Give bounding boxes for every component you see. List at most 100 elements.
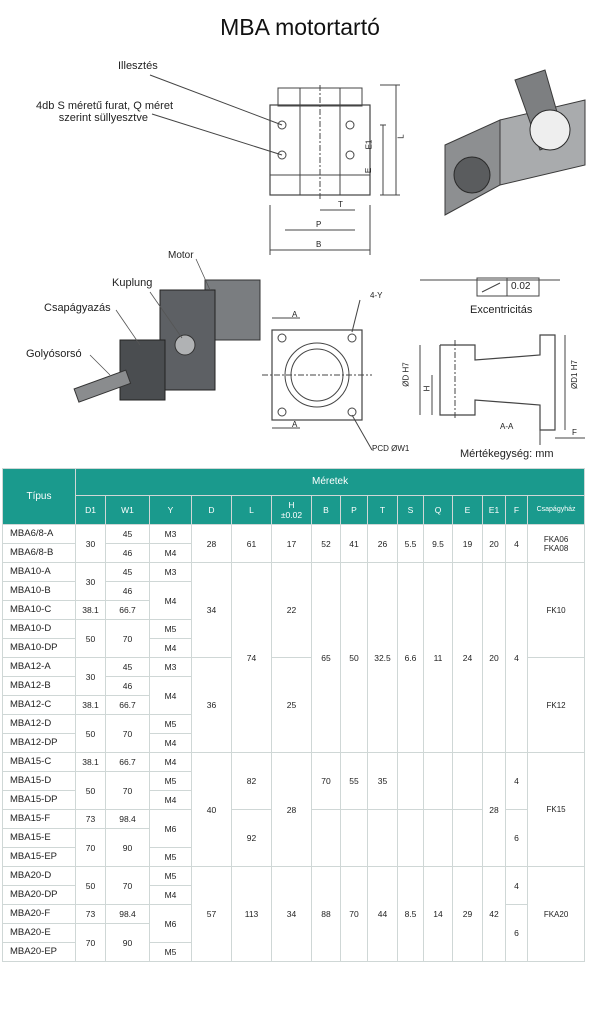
table-row: MBA10-D 50 70 M5 [2, 619, 585, 658]
label-kuplung: Kuplung [112, 277, 153, 289]
flange-view-drawing [262, 299, 373, 451]
table-row: MBA6/8-A 30 45 M3 28 61 17 52 41 26 5.5 … [2, 524, 586, 563]
label-csapagyazas: Csapágyazás [44, 302, 111, 314]
dim-h: H [422, 385, 432, 392]
cell-p: 70 [340, 866, 368, 962]
col-csapagyhaz: Csapágyház [526, 495, 586, 525]
type-cell: MBA6/8-A [2, 524, 76, 544]
table-row: MBA12-C 38.1 66.7 [2, 695, 585, 715]
cell-y: M4 [149, 543, 192, 563]
cell-w1: 70 [105, 619, 150, 658]
type-cell: MBA15-E [2, 828, 76, 848]
cell-b: 65 [311, 562, 341, 753]
cell-d1: 38.1 [75, 695, 106, 715]
cell-w1: 98.4 [105, 904, 150, 924]
cell-p: 55 [340, 752, 368, 810]
col-b: B [311, 495, 341, 525]
cell-e1: 20 [482, 562, 506, 753]
col-h: H ±0.02 [271, 495, 312, 525]
type-cell: MBA10-A [2, 562, 76, 582]
table-row: MBA15-EP M5 [2, 847, 585, 867]
cell-d: 57 [191, 866, 232, 962]
dim-4y: 4-Y [370, 291, 383, 300]
table-row: MBA12-DP M4 [2, 733, 585, 753]
cell-d1: 30 [75, 562, 106, 601]
header-tipus: Típus [2, 468, 76, 525]
tolerance-value: 0.02 [511, 281, 531, 292]
cell-w1: 66.7 [105, 695, 150, 715]
cell-w1: 66.7 [105, 752, 150, 772]
cell-t [367, 809, 398, 867]
page-title: MBA motortartó [220, 14, 380, 40]
cell-e: 24 [452, 562, 483, 753]
type-cell: MBA15-C [2, 752, 76, 772]
cell-w1: 46 [105, 581, 150, 601]
label-furat-line2: szerint süllyesztve [58, 112, 148, 124]
col-f: F [505, 495, 528, 525]
cell-b [311, 809, 341, 867]
cell-d1: 70 [75, 923, 106, 962]
col-d1: D1 [75, 495, 106, 525]
type-cell: MBA15-D [2, 771, 76, 791]
dim-b: B [316, 240, 322, 249]
cell-p: 50 [340, 562, 368, 753]
cell-l: 61 [231, 524, 272, 563]
cell-d: 34 [191, 562, 232, 658]
cell-t: 26 [367, 524, 398, 563]
cell-s: 5.5 [397, 524, 424, 563]
type-cell: MBA15-F [2, 809, 76, 829]
cell-t: 44 [367, 866, 398, 962]
cell-q: 9.5 [423, 524, 453, 563]
cell-csapagyhaz: FK15 [526, 752, 586, 867]
dim-e1: E1 [364, 139, 374, 150]
cell-y: M4 [149, 885, 192, 905]
col-e1: E1 [482, 495, 506, 525]
dim-l: L [396, 134, 406, 139]
dim-aa: A-A [500, 422, 514, 431]
cell-e1: 20 [482, 524, 506, 563]
cell-q: 11 [423, 562, 453, 753]
table-row: MBA12-B 46 M4 [2, 676, 585, 715]
cell-e1: 42 [482, 866, 506, 962]
type-cell: MBA20-DP [2, 885, 76, 905]
cell-e1: 28 [482, 752, 506, 867]
cell-d1: 30 [75, 524, 106, 563]
col-d: D [191, 495, 232, 525]
cell-y: M3 [149, 657, 192, 677]
cell-d1: 30 [75, 657, 106, 696]
col-p: P [340, 495, 368, 525]
cell-y: M6 [149, 809, 192, 848]
cell-d1: 50 [75, 619, 106, 658]
col-q: Q [423, 495, 453, 525]
front-view-drawing [269, 84, 400, 255]
cell-y: M5 [149, 866, 192, 886]
cell-f: 4 [505, 752, 528, 810]
label-motor: Motor [168, 250, 194, 261]
cell-d1: 38.1 [75, 600, 106, 620]
cell-d: 40 [191, 752, 232, 867]
cell-q [423, 752, 453, 810]
type-cell: MBA10-C [2, 600, 76, 620]
label-golyosorso: Golyósorsó [26, 348, 82, 360]
cell-y: M5 [149, 942, 192, 962]
type-cell: MBA15-EP [2, 847, 76, 867]
dim-od-h7: ØD H7 [401, 362, 411, 387]
type-cell: MBA20-D [2, 866, 76, 886]
cell-f: 4 [505, 562, 528, 753]
cell-e: 19 [452, 524, 483, 563]
type-cell: MBA10-DP [2, 638, 76, 658]
type-cell: MBA20-EP [2, 942, 76, 962]
cell-l: 82 [231, 752, 272, 810]
cell-csapagyhaz: FKA06 FKA08 [526, 524, 586, 563]
col-w1: W1 [105, 495, 150, 525]
dim-a-top: A [292, 310, 298, 319]
cell-s: 8.5 [397, 866, 424, 962]
type-cell: MBA10-D [2, 619, 76, 639]
cell-p [340, 809, 368, 867]
label-unit: Mértékegység: mm [460, 448, 554, 460]
cell-y: M5 [149, 619, 192, 639]
cell-s [397, 752, 424, 810]
cell-y: M4 [149, 733, 192, 753]
cell-d1: 50 [75, 866, 106, 905]
cell-w1: 45 [105, 562, 150, 582]
